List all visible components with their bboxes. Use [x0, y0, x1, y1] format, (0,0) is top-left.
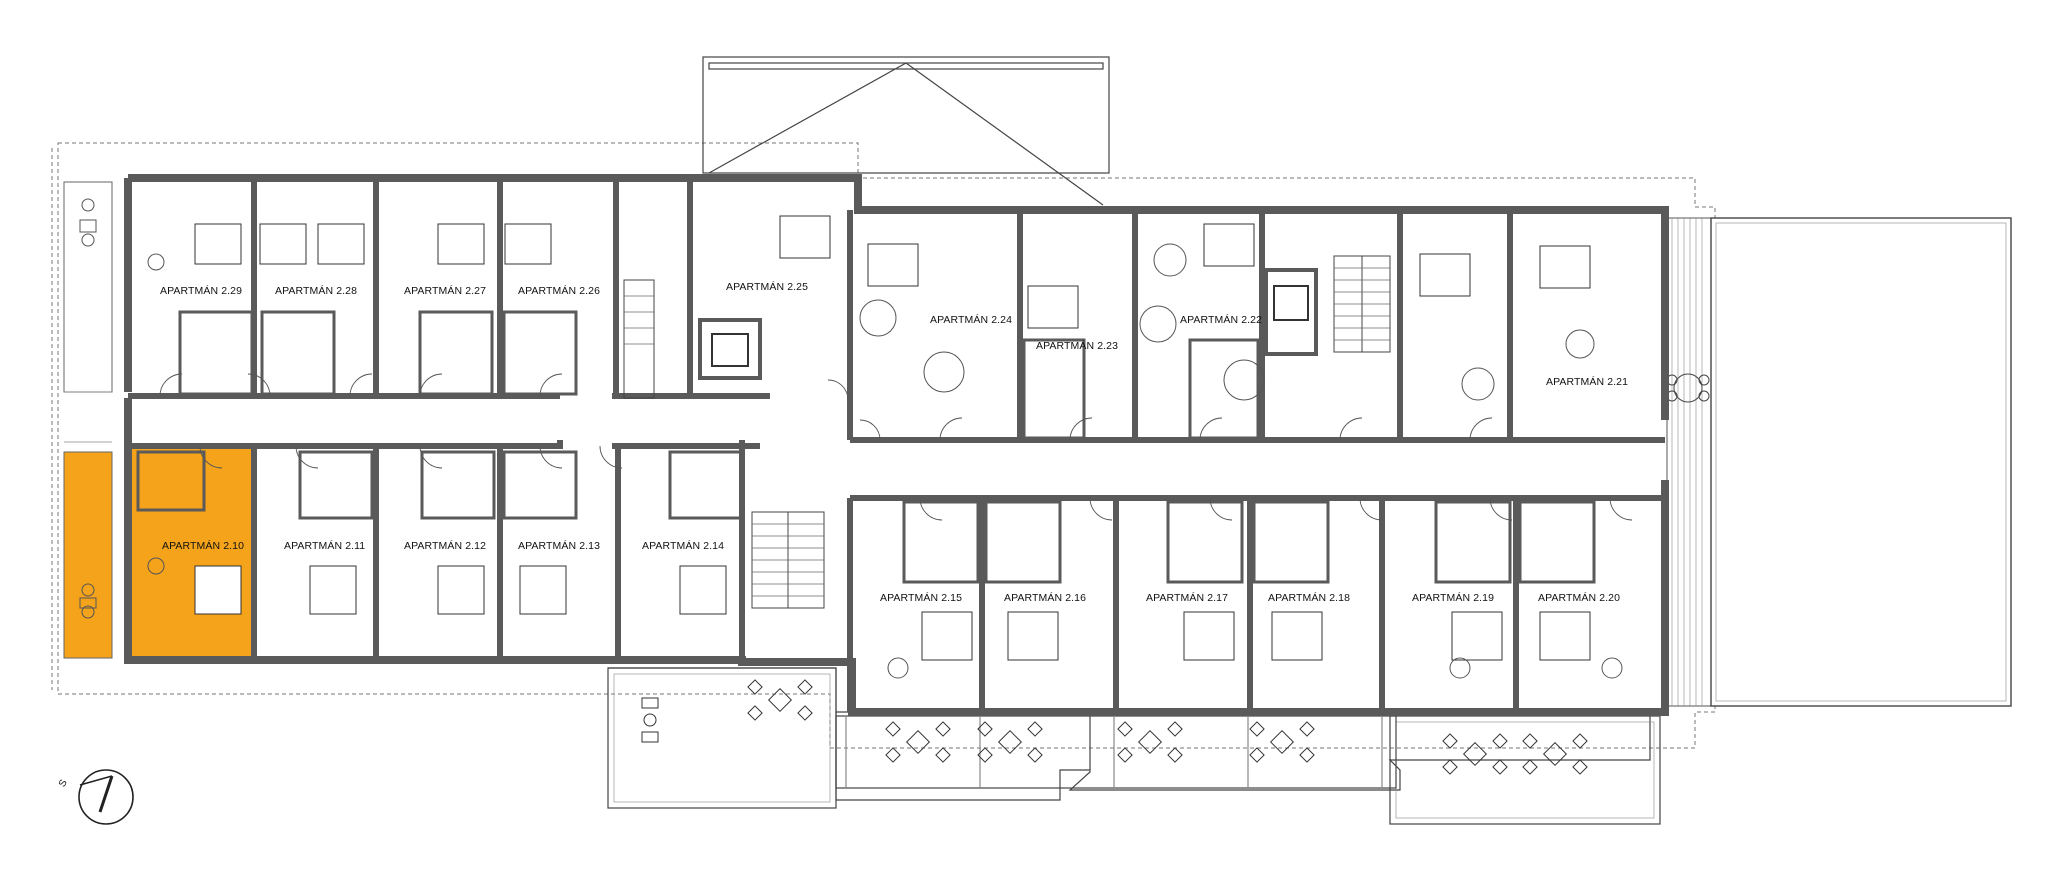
apartment-label-2-21: APARTMÁN 2.21 [1546, 376, 1629, 388]
apartment-label-2-13: APARTMÁN 2.13 [518, 540, 601, 552]
apartment-label-2-12: APARTMÁN 2.12 [404, 540, 487, 552]
apartment-label-2-14: APARTMÁN 2.14 [642, 540, 725, 552]
terrace-furniture [641, 679, 1588, 775]
apartment-label-2-26: APARTMÁN 2.26 [518, 285, 601, 297]
top-canopy [702, 56, 1110, 206]
apartment-label-2-10: APARTMÁN 2.10 [162, 540, 245, 552]
apartment-label-2-25: APARTMÁN 2.25 [726, 281, 809, 293]
apartment-2-10-highlight [128, 446, 256, 662]
beds [194, 215, 1591, 661]
apartment-label-2-28: APARTMÁN 2.28 [275, 285, 358, 297]
stairs-elevators [623, 255, 1391, 609]
apartment-label-2-11: APARTMÁN 2.11 [284, 540, 366, 552]
fixtures [147, 243, 1623, 679]
south-terraces [607, 667, 1661, 825]
apartment-label-2-16: APARTMÁN 2.16 [1004, 592, 1087, 604]
apartment-label-2-18: APARTMÁN 2.18 [1268, 592, 1351, 604]
apartment-label-2-27: APARTMÁN 2.27 [404, 285, 487, 297]
partition-walls [251, 178, 1519, 712]
apartment-label-2-23: APARTMÁN 2.23 [1036, 340, 1119, 352]
apartment-label-2-29: APARTMÁN 2.29 [160, 285, 243, 297]
apartment-label-2-22: APARTMÁN 2.22 [1180, 314, 1263, 326]
apartment-label-2-24: APARTMÁN 2.24 [930, 314, 1013, 326]
door-swings [159, 373, 1633, 521]
apartment-label-2-15: APARTMÁN 2.15 [880, 592, 963, 604]
west-balcony [63, 181, 113, 659]
apartment-label-2-19: APARTMÁN 2.19 [1412, 592, 1495, 604]
north-arrow [78, 769, 134, 825]
apartment-label-2-20: APARTMÁN 2.20 [1538, 592, 1621, 604]
apartment-label-2-17: APARTMÁN 2.17 [1146, 592, 1229, 604]
east-terrace [1666, 217, 2012, 707]
